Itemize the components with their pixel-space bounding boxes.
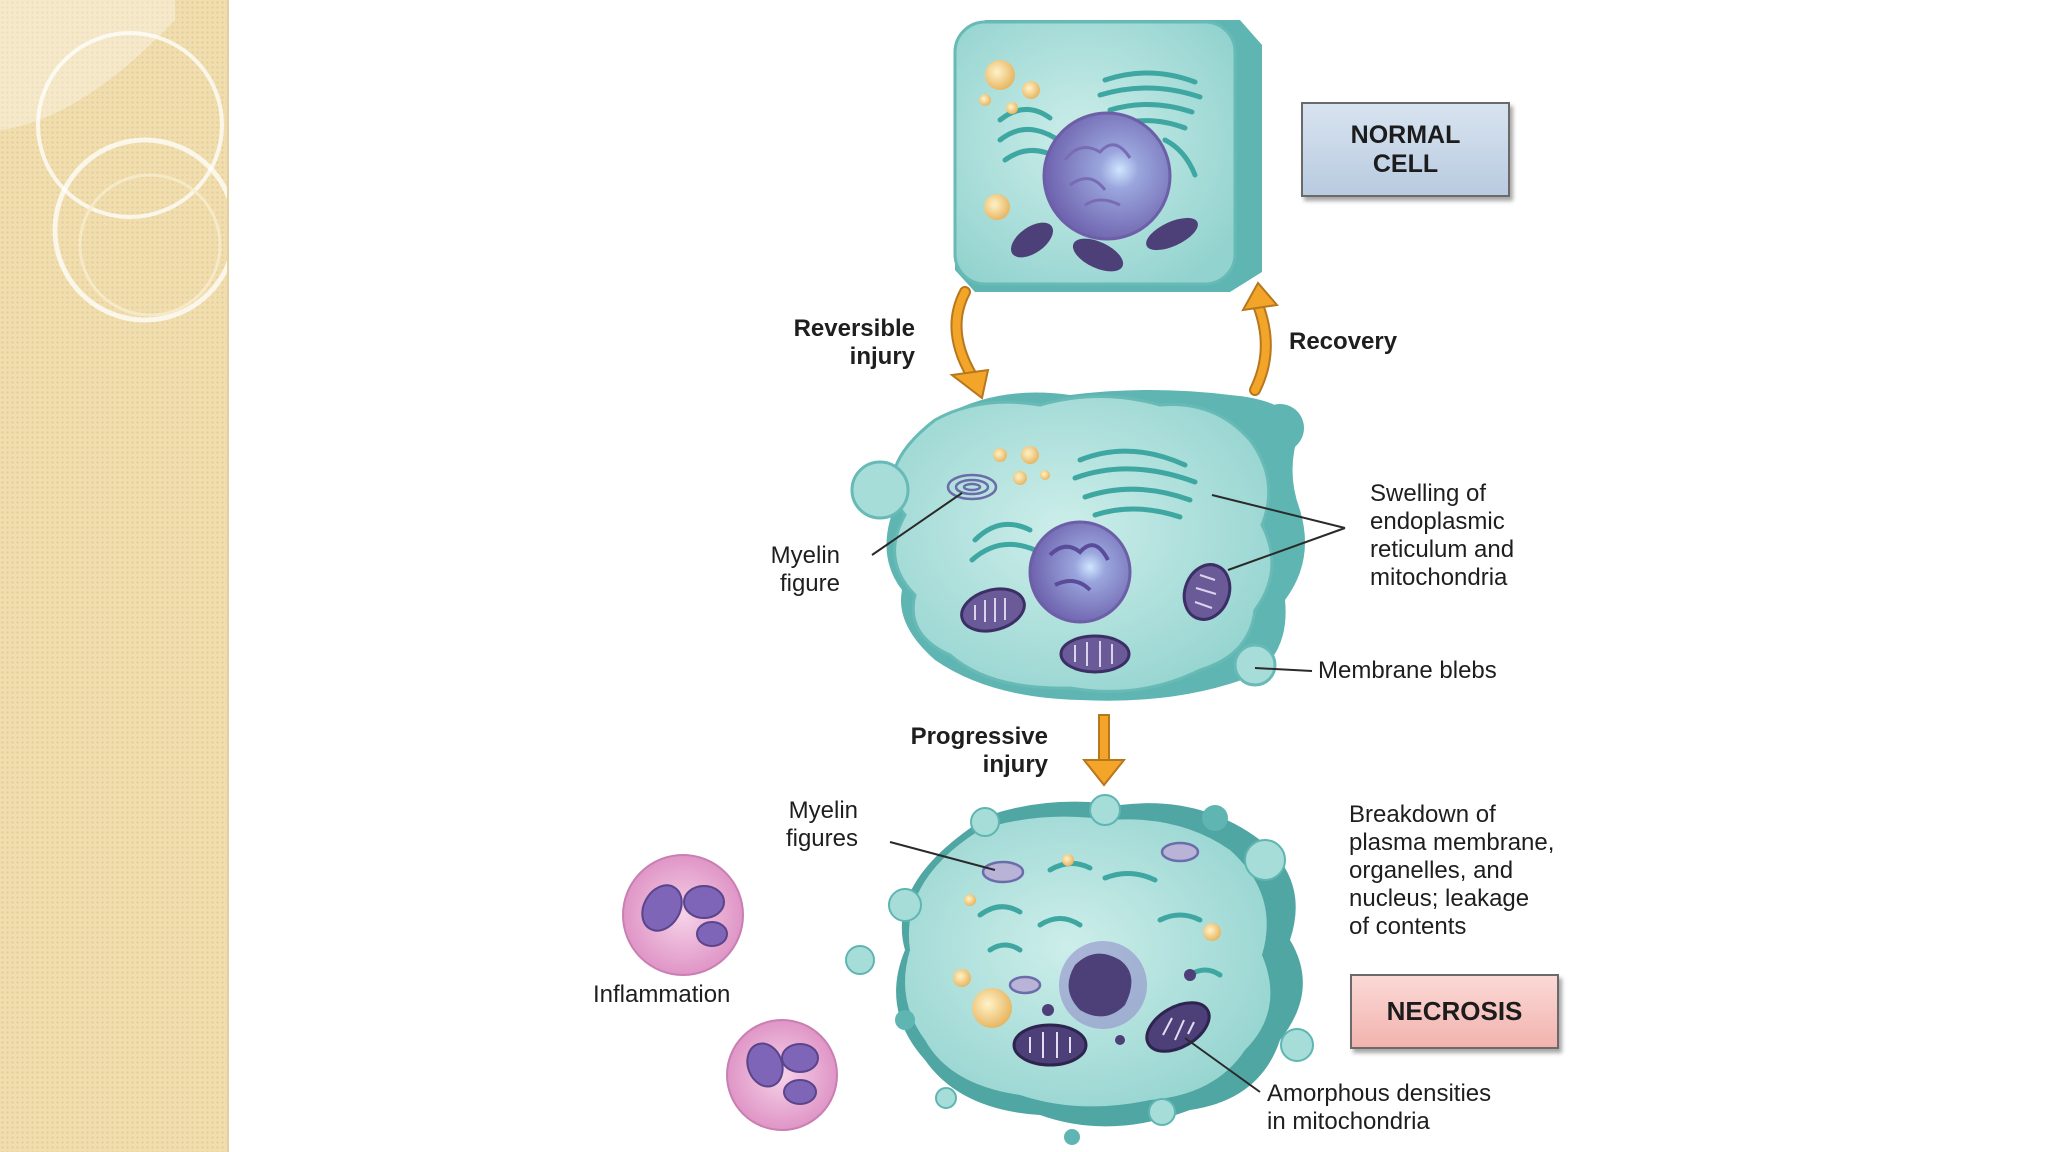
myelin-figure-label: Myelin figure: [770, 542, 840, 597]
injured-nucleus: [1028, 520, 1132, 624]
necrosis-box: NECROSIS: [1350, 974, 1559, 1049]
breakdown-label: Breakdown of plasma membrane, organelles…: [1349, 801, 1555, 940]
progressive-arrow: [1081, 714, 1127, 787]
leader-lines: [871, 492, 1346, 1093]
membrane-bleb: [1256, 404, 1304, 452]
progressive-injury-label: Progressive injury: [910, 723, 1048, 778]
reversible-injury-label: Reversible injury: [793, 315, 915, 370]
necrotic-mitochondria: [1012, 1001, 1211, 1067]
myelin-figures-whorls: [981, 841, 1200, 995]
swollen-er: [969, 448, 1198, 563]
normal-mitochondria: [1010, 217, 1198, 272]
membrane-blebs-label: Membrane blebs: [1318, 657, 1497, 684]
normal-cell: [953, 20, 1262, 292]
reversible-arrow: [949, 286, 990, 400]
normal-nucleus: [1042, 111, 1172, 241]
myelin-figures-label: Myelin figures: [785, 797, 858, 852]
normal-cell-box: NORMAL CELL: [1301, 102, 1510, 197]
membrane-bleb: [850, 460, 910, 520]
inflammation-label: Inflammation: [593, 981, 731, 1008]
necrotic-cell: [845, 794, 1314, 1145]
injured-cell: [850, 390, 1305, 701]
swollen-mitochondria: [960, 563, 1232, 674]
recovery-label: Recovery: [1289, 328, 1398, 355]
decorative-side-panel: [0, 0, 229, 1152]
inflammatory-cell: [622, 854, 744, 976]
myelin-figure-whorl: [946, 473, 998, 501]
membrane-bleb: [1233, 643, 1277, 687]
recovery-arrow: [1241, 281, 1279, 396]
decorative-rings: [0, 0, 227, 323]
amorphous-densities-label: Amorphous densities in mitochondria: [1267, 1080, 1492, 1135]
swelling-label: Swelling of endoplasmic reticulum and mi…: [1370, 480, 1515, 591]
inflammatory-cell: [726, 1019, 838, 1131]
